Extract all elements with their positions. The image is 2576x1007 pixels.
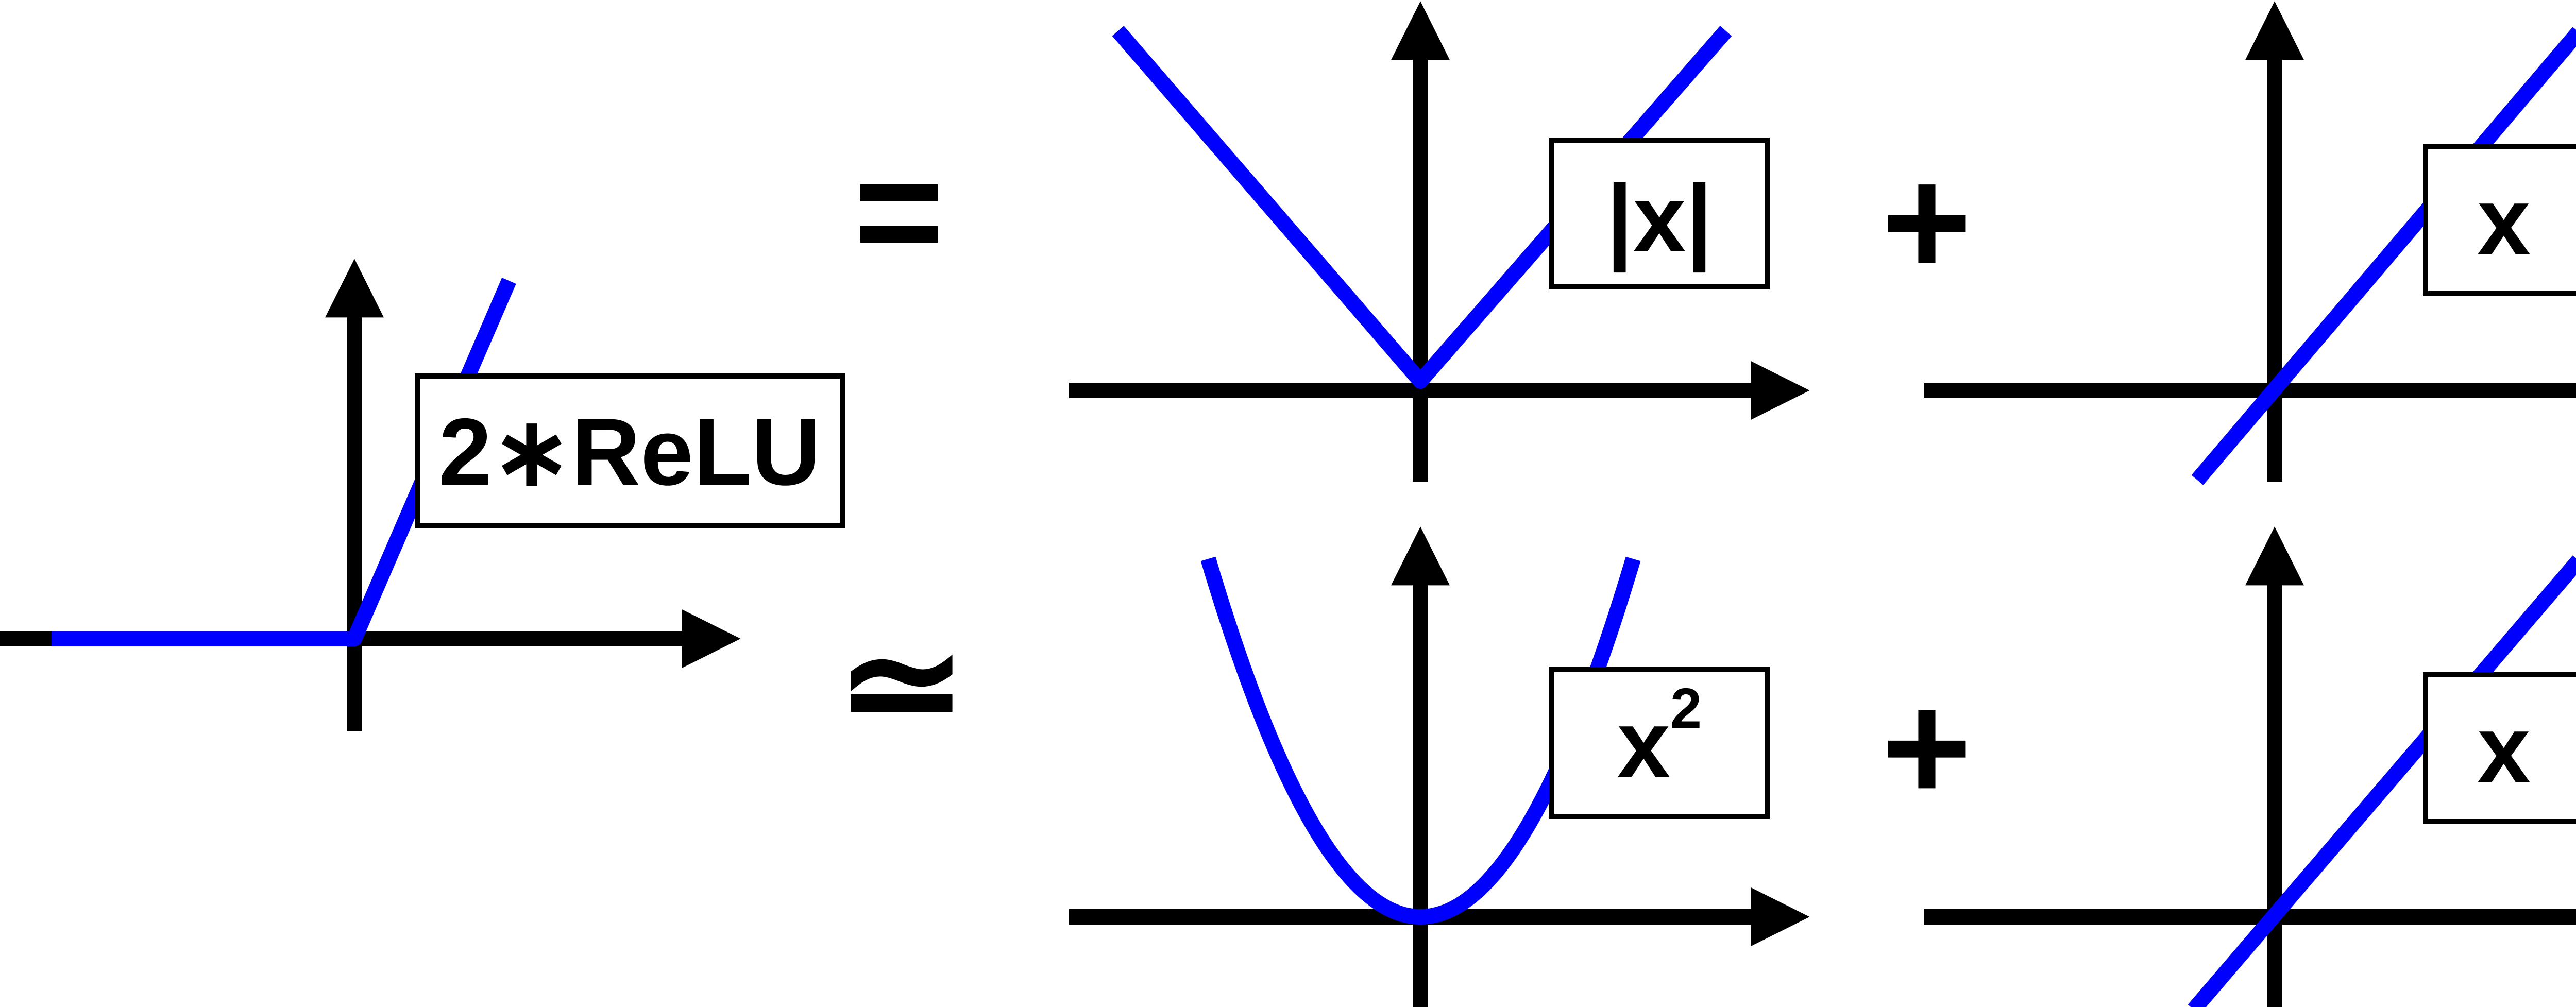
linear-top-label-box: [2423, 144, 2576, 296]
linear-top-curve: [2191, 27, 2576, 485]
square-label-box: [1549, 667, 1770, 819]
linear-top-panel: x: [1924, 1, 2576, 485]
equals-sign: =: [854, 125, 944, 298]
linear-bottom-panel: x: [1924, 526, 2576, 1007]
square-panel: x2: [1069, 526, 1810, 1007]
linear-bottom-label-box: [2423, 672, 2576, 824]
abs-label-box: [1549, 138, 1770, 289]
relu-panel: 2∗ReLU: [0, 259, 845, 731]
abs-panel: |x|: [1069, 1, 1810, 482]
approx-sign: ≃: [837, 596, 966, 769]
square-label: x2: [1617, 677, 1702, 798]
linear-bottom-curve: [2188, 555, 2576, 1007]
linear-top-label: x: [2478, 168, 2531, 275]
plus-sign-top: +: [1882, 135, 1972, 308]
square-label-exponent: 2: [1670, 677, 1702, 740]
square-label-base: x: [1617, 691, 1670, 797]
relu-label: 2∗ReLU: [439, 399, 821, 505]
linear-bottom-label: x: [2478, 696, 2531, 803]
abs-label: |x|: [1606, 166, 1713, 272]
relu-label-box: [415, 373, 845, 528]
plus-sign-bottom: +: [1882, 660, 1972, 833]
